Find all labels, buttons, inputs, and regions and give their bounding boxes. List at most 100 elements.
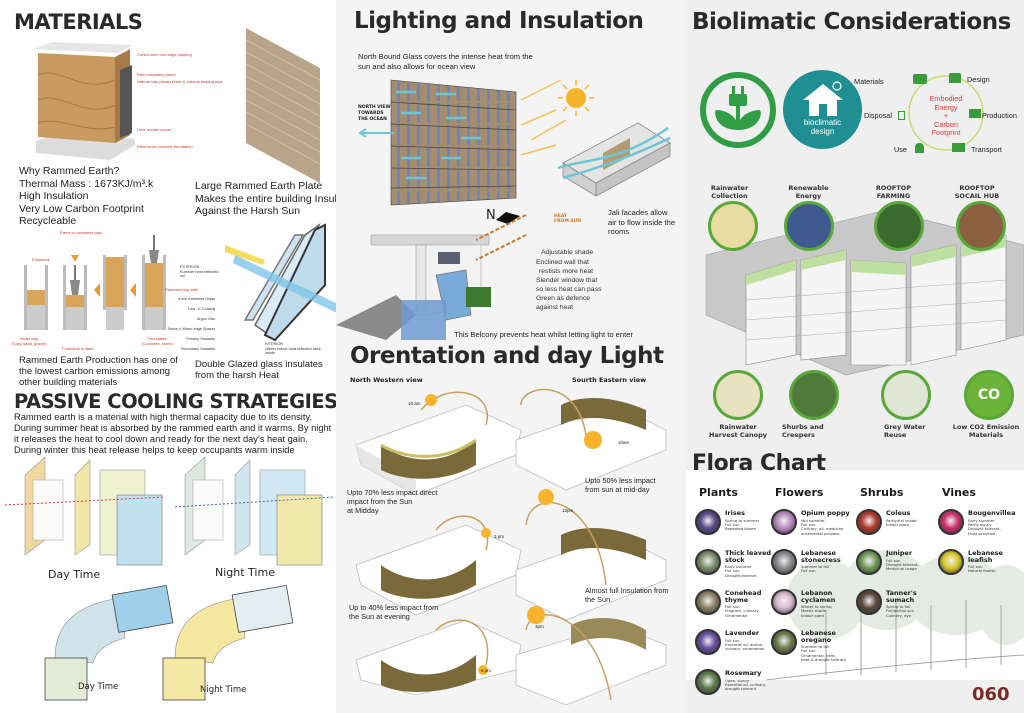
label-line: Low CO2 Emission xyxy=(952,423,1020,431)
north-arrow-icon xyxy=(496,212,520,224)
label-line: Grey Water xyxy=(884,423,926,431)
flora-column-heading: Shrubs xyxy=(860,486,904,499)
nw-evening xyxy=(355,619,522,696)
flora-name: Tanner's sumach xyxy=(886,589,917,604)
glass-layer: Swiss V Warm edge Spacer xyxy=(167,327,215,331)
flora-name: Lebanese leafish xyxy=(968,549,1003,564)
note-line: the Sun xyxy=(585,595,611,604)
co2-icon: CO xyxy=(964,370,1014,420)
glass-exterior-label: EXTERIOR Summer heat reflected out xyxy=(180,265,220,279)
stage-2 xyxy=(63,255,87,330)
earth-plate-caption: Large Rammed Earth Plate Makes the entir… xyxy=(195,180,357,218)
flora-description-line: Fragrant, culinary, xyxy=(725,608,760,614)
label-line: Rainwater xyxy=(710,184,749,192)
plate-line: Makes the entire building Insulated xyxy=(195,192,358,205)
passive-cooling-paragraph: Rammed earth is a material with high the… xyxy=(14,412,332,455)
feature-circle-farming xyxy=(874,201,924,251)
note-line: from sun at mid-day xyxy=(585,485,650,494)
rammed-earth-wall-illustration xyxy=(34,42,135,160)
bio-title: Biolimatic Considerations xyxy=(692,9,1011,35)
facade-illustration xyxy=(390,79,517,206)
orientation-title: Orentation and day Light xyxy=(350,343,664,369)
time-12pm: 12pm xyxy=(562,508,574,513)
flora-description-line: Spring to summer xyxy=(725,517,760,523)
cycle-step-materials: Materials xyxy=(854,77,884,86)
passive-plan-diagrams xyxy=(44,584,294,701)
heat-line: HEAT xyxy=(554,214,568,219)
note-nw-evening: Up to 40% less impact from the Sun at ev… xyxy=(349,603,438,621)
day-section xyxy=(4,456,166,566)
label-rammed-wall: Rammed clay wall xyxy=(165,287,198,292)
flora-photo xyxy=(938,549,964,575)
flora-description-line: drought tolerant xyxy=(725,686,757,692)
callout-foundation: Reinforced concrete foundation xyxy=(137,144,193,149)
note-line: Almost full Insulation from xyxy=(585,586,669,595)
glass-line: Double Glazed glass insulates xyxy=(195,359,323,370)
balcony-illustration xyxy=(336,214,527,340)
cycle-step-use: Use xyxy=(894,145,907,154)
note-nw-midday: Upto 70% less impact direct impact from … xyxy=(347,488,437,515)
label-rams: Rams to compress clay xyxy=(60,230,102,235)
label-line: Collection xyxy=(711,192,748,200)
note-line: Up to 40% less impact from xyxy=(349,603,439,612)
north-symbol: N xyxy=(486,208,496,223)
production-diagram xyxy=(24,235,166,330)
flora-description-line: Summer to fall xyxy=(801,644,830,649)
flora-description-line: Repeated bloom xyxy=(725,526,757,532)
center-line: + xyxy=(943,111,949,120)
flora-description-line: Drought tolerant, xyxy=(968,526,1001,532)
flora-description-line: Ornamental xyxy=(725,612,748,618)
flora-description-line: Full/partial sun xyxy=(886,608,914,614)
production-line: Rammed Earth Production has one of xyxy=(19,355,178,366)
callout-plaster: Natural clay plaster finish & internal h… xyxy=(137,79,223,84)
flora-photo xyxy=(695,549,721,575)
flora-description-line: Indoor plant xyxy=(886,521,910,527)
heat-from-sun-label: HEAT FROM SUN xyxy=(554,214,581,224)
flora-description-line: Mid summer xyxy=(801,517,825,523)
label-foundation: Foundation(Concrete, stone) xyxy=(142,336,173,346)
stage-3 xyxy=(94,255,136,330)
passive-section-diagrams xyxy=(4,456,336,566)
flora-description-line: Medicinal usage xyxy=(886,566,917,572)
label-line: Shurbs and xyxy=(782,423,824,431)
flora-name: Thick leaved stock xyxy=(725,549,772,564)
materials-panel: MATERIALS Corten steel roof edge capping… xyxy=(0,0,357,713)
callout-lime: Lime mortar course xyxy=(137,127,172,132)
flora-description-line: Frost sensitive xyxy=(968,530,996,536)
production-line: the lowest carbon emissions among xyxy=(19,366,171,377)
moist-sub: (Clay, sand, gravel) xyxy=(12,341,47,346)
se-midday xyxy=(515,489,667,621)
flora-description-line: Early summer xyxy=(725,564,752,569)
night-section xyxy=(174,456,336,566)
jali-line: rooms xyxy=(608,227,630,236)
materials-title: MATERIALS xyxy=(14,10,143,34)
flora-name: Lebanese oregano xyxy=(801,629,836,644)
flora-description-line: Essential oil, culinary, xyxy=(725,681,767,687)
foundation-label: Foundation xyxy=(147,336,168,341)
interior-sub: Winter indoor heat reflected back inside xyxy=(265,346,321,356)
cycle-step-transport: Transport xyxy=(971,145,1002,154)
sun-rays-illustration xyxy=(520,79,567,156)
label-line: ROOFTOP xyxy=(875,184,912,192)
label-formwork: Formwork xyxy=(32,257,50,262)
glass-layer: Low - E Coating xyxy=(187,307,215,311)
north-view-line: TOWARDS xyxy=(358,111,384,116)
sun-icon xyxy=(558,80,594,116)
exterior-title: EXTERIOR xyxy=(180,265,200,269)
flora-photo xyxy=(856,509,882,535)
flora-column-heading: Flowers xyxy=(775,486,824,499)
day-time-label: Day Time xyxy=(48,568,101,581)
glass-layer: Argon Gas xyxy=(196,317,215,321)
